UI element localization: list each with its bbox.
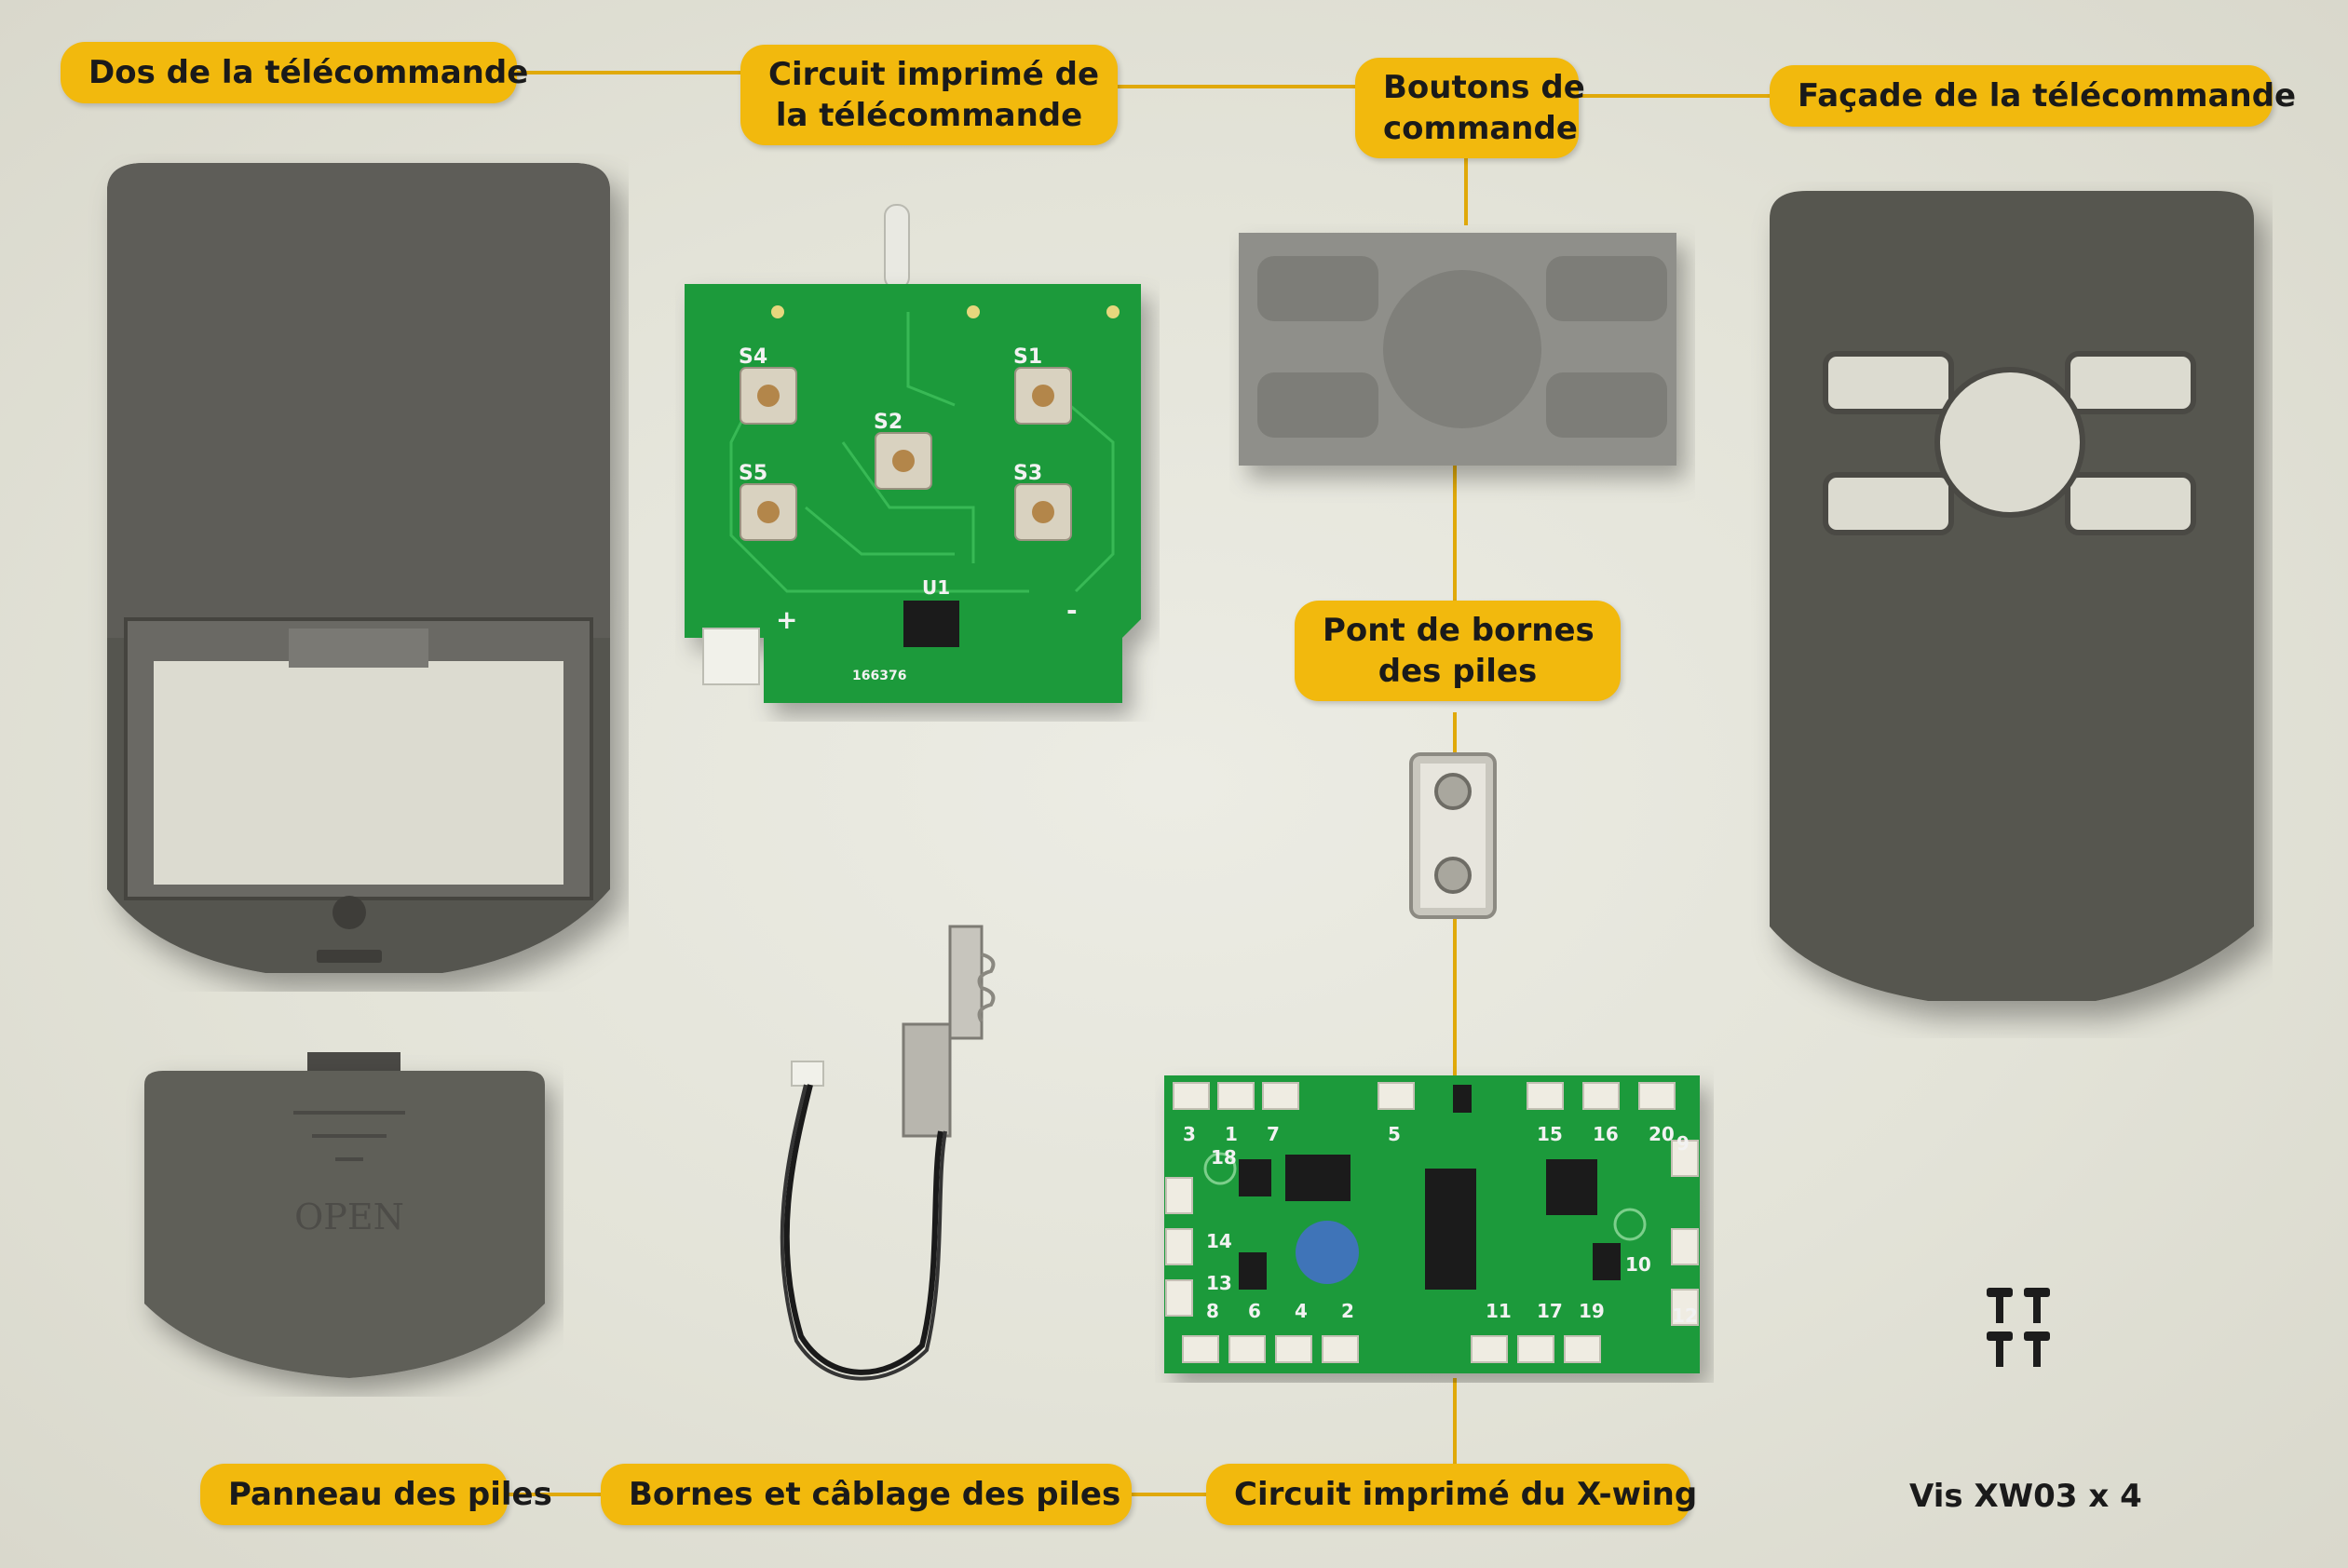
command-buttons bbox=[1239, 233, 1676, 466]
label-terminal-bridge-line1: Pont de bornes bbox=[1323, 612, 1595, 649]
pcb-number-label: 10 bbox=[1625, 1253, 1651, 1276]
label-command-buttons: Boutons de commande bbox=[1355, 58, 1585, 158]
pcb-number-label: 15 bbox=[1537, 1123, 1563, 1145]
battery-cover: OPEN bbox=[144, 1052, 545, 1378]
switch-label-s3: S3 bbox=[1013, 462, 1042, 485]
pcb-code: 166376 bbox=[852, 669, 906, 683]
pcb-number-label: 5 bbox=[1388, 1123, 1401, 1145]
pcb-number-label: 12 bbox=[1672, 1304, 1698, 1327]
label-xwing-pcb: Circuit imprimé du X-wing bbox=[1206, 1464, 1697, 1525]
pcb-number-label: 18 bbox=[1211, 1146, 1237, 1169]
screws bbox=[1987, 1288, 2050, 1367]
pcb-number-label: 16 bbox=[1593, 1123, 1619, 1145]
chip-label-u1: U1 bbox=[922, 576, 950, 599]
pcb-number-label: 20 bbox=[1649, 1123, 1675, 1145]
label-terminal-bridge: Pont de bornes des piles bbox=[1295, 601, 1621, 701]
pcb-number-label: 6 bbox=[1248, 1300, 1261, 1322]
connector-white bbox=[702, 628, 760, 685]
switch-label-s5: S5 bbox=[739, 462, 767, 485]
pcb-number-label: 9 bbox=[1676, 1132, 1690, 1155]
pcb-number-label: 19 bbox=[1579, 1300, 1605, 1322]
remote-pcb: S4 S1 S2 S5 S3 U1 + - 166376 bbox=[685, 204, 1141, 703]
battery-terminals-wiring bbox=[780, 925, 996, 1381]
switch-label-s2: S2 bbox=[874, 411, 903, 434]
label-back-cover: Dos de la télécommande bbox=[61, 42, 528, 103]
label-remote-pcb-line2: la télécommande bbox=[775, 97, 1083, 134]
pcb-number-label: 3 bbox=[1183, 1123, 1196, 1145]
label-front-cover: Façade de la télécommande bbox=[1770, 65, 2296, 127]
label-command-buttons-line2: commande bbox=[1383, 110, 1578, 147]
pcb-number-label: 8 bbox=[1206, 1300, 1219, 1322]
blue-capacitor bbox=[1296, 1221, 1359, 1284]
open-text: OPEN bbox=[294, 1196, 404, 1237]
pcb-number-label: 7 bbox=[1267, 1123, 1280, 1145]
pcb-number-label: 17 bbox=[1537, 1300, 1563, 1322]
switch-label-s4: S4 bbox=[739, 345, 767, 369]
pcb-number-label: 14 bbox=[1206, 1230, 1232, 1252]
label-screws: Vis XW03 x 4 bbox=[1909, 1478, 2142, 1515]
label-command-buttons-line1: Boutons de bbox=[1383, 69, 1585, 106]
label-battery-terminals: Bornes et câblage des piles bbox=[601, 1464, 1132, 1525]
label-remote-pcb-line1: Circuit imprimé de bbox=[768, 56, 1100, 93]
led-icon bbox=[884, 204, 910, 290]
pcb-number-label: 1 bbox=[1225, 1123, 1238, 1145]
battery-terminal-bridge bbox=[1409, 752, 1497, 919]
label-terminal-bridge-line2: des piles bbox=[1378, 653, 1538, 690]
pcb-number-label: 13 bbox=[1206, 1272, 1232, 1294]
chip-u1 bbox=[903, 601, 959, 647]
remote-front-cover bbox=[1770, 191, 2254, 1001]
label-remote-pcb: Circuit imprimé de la télécommande bbox=[740, 45, 1118, 145]
minus-mark: - bbox=[1066, 595, 1078, 626]
switch-label-s1: S1 bbox=[1013, 345, 1042, 369]
pcb-number-label: 2 bbox=[1341, 1300, 1354, 1322]
remote-back-cover bbox=[107, 163, 610, 973]
pcb-number-label: 11 bbox=[1486, 1300, 1512, 1322]
label-battery-panel: Panneau des piles bbox=[200, 1464, 552, 1525]
plus-mark: + bbox=[776, 604, 797, 635]
pcb-number-label: 4 bbox=[1295, 1300, 1308, 1322]
